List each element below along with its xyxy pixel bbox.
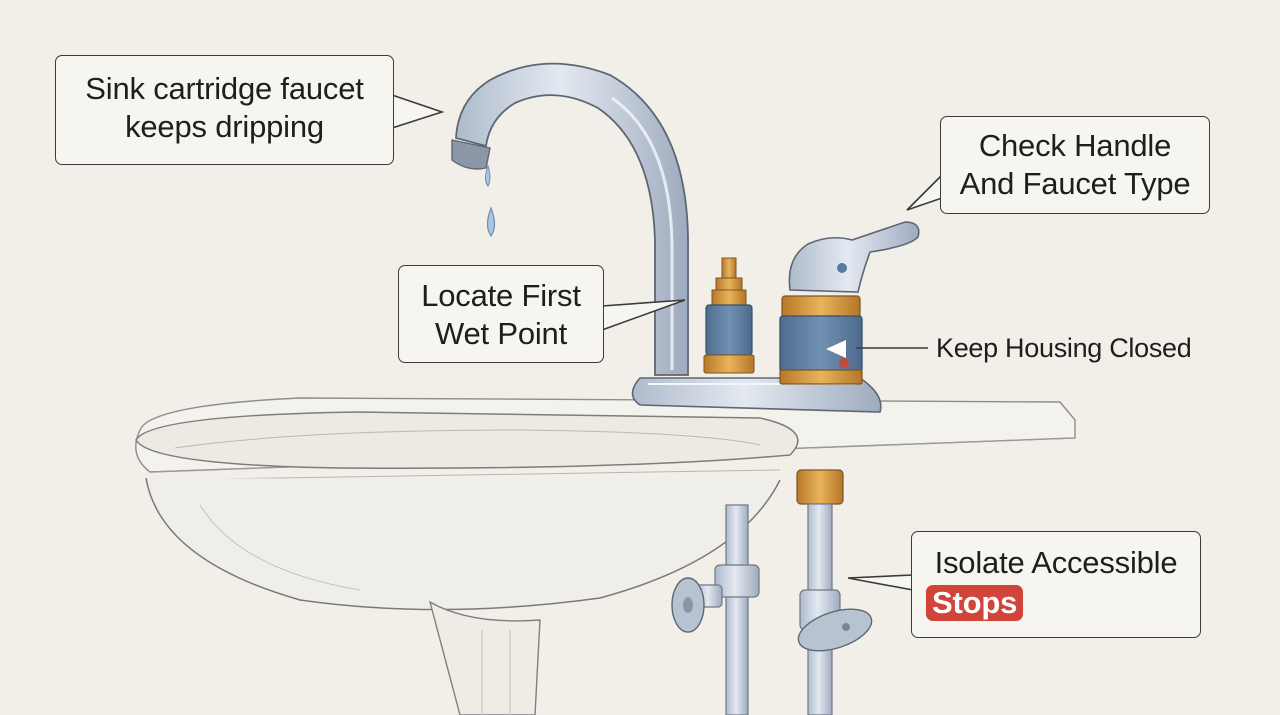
lever-handle	[788, 221, 920, 293]
faucet-spout	[451, 62, 689, 376]
water-drop	[485, 164, 496, 238]
callout-check-handle: Check Handle And Faucet Type	[940, 116, 1210, 214]
cartridge-exposed	[703, 257, 755, 374]
callout-locate-wet-point: Locate First Wet Point	[398, 265, 604, 363]
callout-dripping: Sink cartridge faucet keeps dripping	[55, 55, 394, 165]
shutoff-valve-right	[797, 589, 873, 652]
callout-isolate-line2: Stops	[912, 584, 1200, 622]
sink-basin	[135, 411, 799, 715]
callout-check-line1: Check Handle	[978, 128, 1172, 163]
callout-locate-line1: Locate First	[421, 278, 581, 313]
callout-locate-line2: Wet Point	[434, 316, 568, 351]
handle-housing	[779, 295, 863, 385]
callout-dripping-line2: keeps dripping	[125, 109, 324, 144]
highlight-stops: Stops	[926, 585, 1024, 621]
callout-isolate-stops: Isolate Accessible Stops	[911, 531, 1201, 638]
callout-check-line2: And Faucet Type	[959, 166, 1191, 201]
callout-pointers	[391, 94, 943, 591]
label-keep-housing-closed: Keep Housing Closed	[936, 333, 1192, 363]
callout-isolate-line1: Isolate Accessible	[934, 545, 1178, 580]
shutoff-valve-left	[671, 564, 760, 633]
callout-dripping-line1: Sink cartridge faucet	[85, 71, 364, 106]
